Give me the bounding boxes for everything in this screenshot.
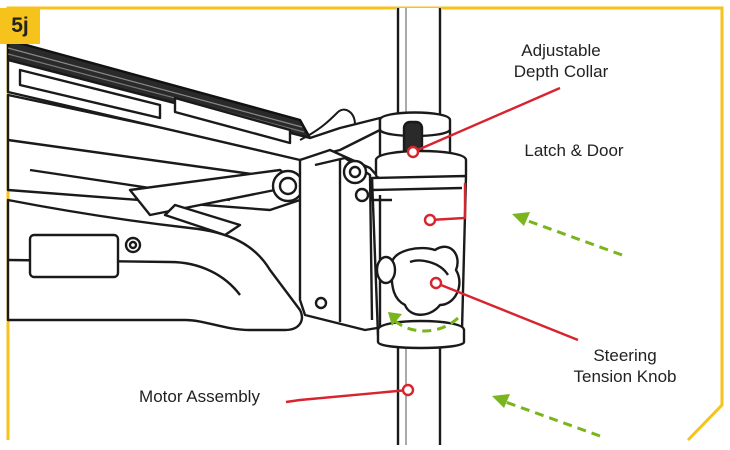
label-steering-knob-line1: Steering (593, 346, 657, 365)
leader-depth-collar (412, 86, 561, 154)
label-depth-collar-line1: Adjustable (521, 41, 601, 60)
label-depth-collar: Adjustable Depth Collar (496, 40, 626, 82)
label-steering-knob: Steering Tension Knob (555, 345, 695, 387)
step-badge: 5j (0, 8, 40, 44)
arrow-heads (388, 212, 530, 408)
label-motor-assembly: Motor Assembly (139, 387, 260, 406)
arrow-rotate (392, 316, 460, 333)
motor-housing-drawing (6, 38, 382, 332)
arrow-lower (499, 398, 601, 438)
arrow-upper (519, 216, 623, 257)
leader-motor-assembly (285, 388, 409, 404)
motion-arrows (392, 216, 623, 438)
callout-markers (401, 145, 443, 397)
leader-latch-door (429, 183, 467, 222)
leader-steering-knob (435, 281, 579, 342)
label-depth-collar-line2: Depth Collar (513, 62, 609, 81)
callout-leaders (285, 86, 579, 404)
label-latch-door: Latch & Door (524, 141, 624, 160)
label-steering-knob-line2: Tension Knob (573, 367, 677, 386)
tension-knob-drawing (375, 245, 461, 316)
